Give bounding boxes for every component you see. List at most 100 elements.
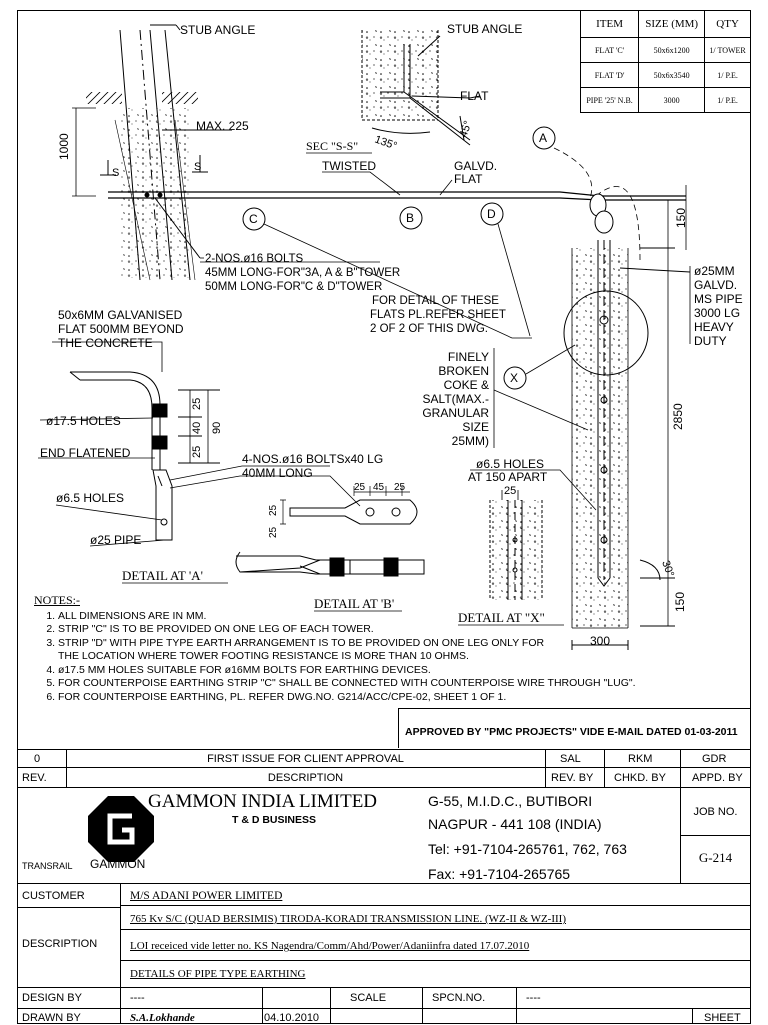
rule — [66, 749, 67, 787]
angle-135-label: 135° — [373, 134, 398, 153]
table-cell: FLAT 'D' — [579, 62, 640, 88]
stub-angle-right-label: STUB ANGLE — [447, 22, 522, 36]
pipe-note-3: MS PIPE — [694, 292, 743, 306]
pipe-note-2: GALVD. — [694, 278, 737, 292]
galvd-flat-label: FLAT — [454, 172, 483, 186]
dim-a-40: 40 — [191, 422, 203, 434]
notes-title: NOTES:- — [34, 593, 80, 607]
dim-b-25: 25 — [354, 482, 366, 493]
pipe-note-4: 3000 LG — [694, 306, 740, 320]
holes-65-label: ø6.5 HOLES — [56, 491, 124, 505]
callout-c: C — [249, 212, 258, 226]
dim-150-bottom: 150 — [673, 592, 687, 612]
flat-label: FLAT — [460, 89, 489, 103]
note-item: ø17.5 MM HOLES SUITABLE FOR ø16MM BOLTS … — [58, 664, 636, 678]
table-row: PIPE '25' N.B. 3000 1/ P.E. — [579, 87, 751, 113]
angle-30-label: 30° — [659, 559, 676, 579]
galv-flat-line-1: 50x6MM GALVANISED — [58, 308, 183, 322]
detail-x-view — [489, 500, 543, 600]
note-item: FOR COUNTERPOISE EARTHING STRIP "C" SHAL… — [58, 677, 636, 691]
job-no-value: G-214 — [698, 850, 733, 865]
dim-a-25-bottom: 25 — [191, 446, 203, 458]
rule — [17, 749, 751, 750]
rule — [17, 1008, 751, 1009]
table-cell: FLAT 'C' — [579, 37, 640, 63]
logo-transrail: TRANSRAIL — [22, 861, 73, 871]
detail-note-line-1: FOR DETAIL OF THESE — [372, 295, 499, 307]
revision-header-chkd-by: CHKD. BY — [614, 772, 666, 784]
revision-header-description: DESCRIPTION — [267, 772, 344, 784]
detail-a-view — [38, 341, 220, 547]
rule — [330, 987, 331, 1024]
company-address-2: NAGPUR - 441 108 (INDIA) — [428, 816, 602, 832]
note-item: STRIP "D" WITH PIPE TYPE EARTH ARRANGEME… — [58, 637, 558, 664]
detail-b-view — [169, 465, 425, 577]
dim-a-25-top: 25 — [191, 398, 203, 410]
rule — [680, 749, 681, 787]
drawn-date: 04.10.2010 — [264, 1012, 320, 1024]
note-item: STRIP "C" IS TO BE PROVIDED ON ONE LEG O… — [58, 623, 636, 637]
callout-d: D — [487, 207, 496, 221]
stub-angle-left-label: STUB ANGLE — [180, 23, 255, 37]
rule — [120, 929, 751, 930]
drawn-by-label: DRAWN BY — [22, 1012, 81, 1024]
dim-2850: 2850 — [671, 403, 685, 430]
holes-x-note-2: AT 150 APART — [468, 470, 548, 484]
dim-300: 300 — [590, 634, 610, 648]
rule — [120, 883, 121, 1024]
table-cell: PIPE '25' N.B. — [579, 87, 640, 113]
rule — [422, 987, 423, 1024]
revision-number: 0 — [34, 753, 41, 765]
coke-note-6: SIZE — [462, 420, 489, 434]
dim-b-25-vertical-1: 25 — [268, 504, 279, 516]
revision-header-appd-by: APPD. BY — [692, 772, 743, 784]
company-fax: Fax: +91-7104-265765 — [428, 866, 571, 882]
bolts-b-line-2: 40MM LONG — [242, 466, 313, 480]
customer-value: M/S ADANI POWER LIMITED — [130, 890, 283, 902]
coke-note-4: SALT(MAX.- — [423, 392, 489, 406]
design-by-label: DESIGN BY — [22, 992, 82, 1004]
holes-x-note-1: ø6.5 HOLES — [476, 457, 544, 471]
table-cell: 1/ P.E. — [704, 62, 751, 88]
twisted-label: TWISTED — [322, 159, 376, 173]
description-line-1: 765 Kv S/C (QUAD BERSIMIS) TIRODA-KORADI… — [130, 913, 566, 925]
table-row: FLAT 'D' 50x6x3540 1/ P.E. — [579, 62, 751, 88]
rule — [17, 907, 120, 908]
sheet-label: SHEET — [704, 1012, 741, 1024]
items-header-size: SIZE (MM) — [638, 10, 706, 38]
pipe-note-6: DUTY — [694, 334, 727, 348]
angle-45-label: 45° — [458, 119, 475, 139]
drawn-by-signature: S.A.Lokhande — [130, 1012, 195, 1024]
galv-flat-line-3: THE CONCRETE — [58, 336, 153, 350]
items-header-qty: QTY — [704, 10, 751, 38]
rule — [604, 749, 605, 787]
rule — [17, 787, 751, 788]
customer-label: CUSTOMER — [22, 890, 85, 902]
sec-ss-label: SEC "S-S" — [306, 139, 358, 153]
design-by-value: ---- — [130, 992, 145, 1004]
rule — [120, 960, 751, 961]
table-cell: 3000 — [638, 87, 706, 113]
rule — [17, 767, 751, 768]
coke-note-2: BROKEN — [438, 364, 489, 378]
bolts-note-line-1: 2-NOS.ø16 BOLTS — [205, 253, 304, 265]
callout-b: B — [406, 211, 414, 225]
bolts-note-line-2: 45MM LONG-FOR"3A, A & B"TOWER — [205, 267, 400, 279]
notes-block: NOTES:- ALL DIMENSIONS ARE IN MM. STRIP … — [34, 593, 636, 704]
bolts-b-line-1: 4-NOS.ø16 BOLTSx40 LG — [242, 452, 383, 466]
spcn-label: SPCN.NO. — [432, 992, 486, 1004]
logo-gammon: GAMMON — [90, 857, 146, 871]
dim-b-45: 45 — [373, 482, 385, 493]
dim-b-25-vertical-2: 25 — [268, 526, 279, 538]
coke-note-1: FINELY — [448, 350, 489, 364]
company-address-1: G-55, M.I.D.C., BUTIBORI — [428, 793, 593, 809]
detail-note-line-3: 2 OF 2 OF THIS DWG. — [370, 323, 488, 335]
revision-chkd-by: RKM — [628, 753, 653, 765]
description-line-3: DETAILS OF PIPE TYPE EARTHING — [130, 968, 306, 980]
rule — [17, 987, 751, 988]
items-table: ITEM SIZE (MM) QTY FLAT 'C' 50x6x1200 1/… — [579, 10, 751, 113]
section-s1-label: S — [112, 167, 119, 179]
galvd-label: GALVD. — [454, 159, 497, 173]
dim-a-90: 90 — [211, 422, 223, 434]
coke-note-3: COKE & — [444, 378, 489, 392]
